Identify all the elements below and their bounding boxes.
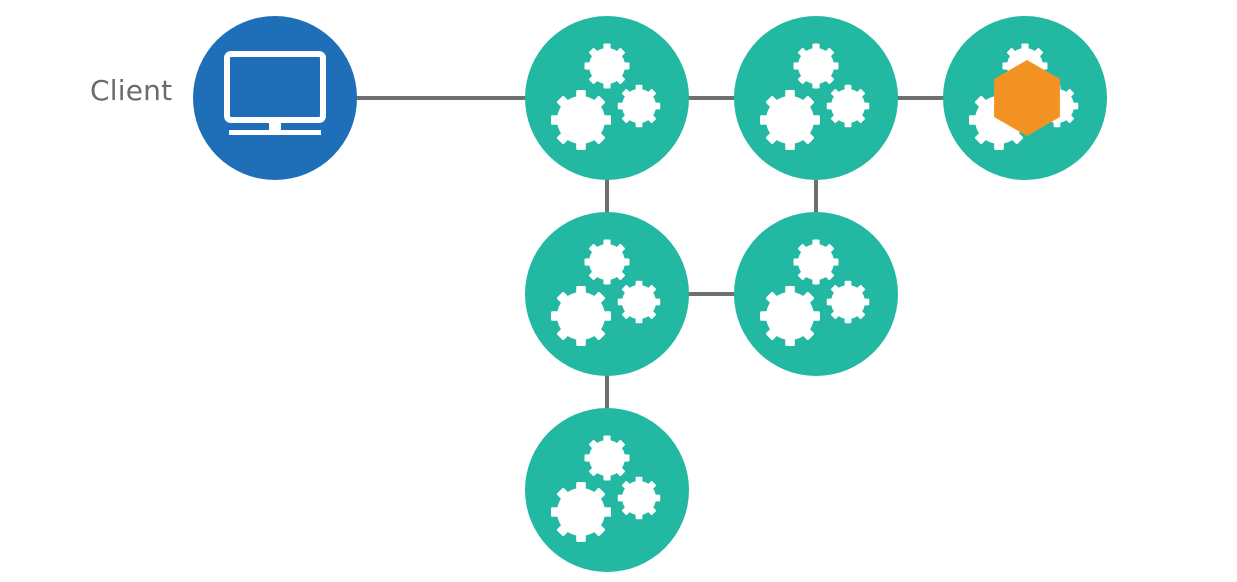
monitor-icon <box>224 51 326 135</box>
gear-icon <box>617 280 661 324</box>
gear-icon <box>584 435 630 481</box>
gear-icon <box>793 43 839 89</box>
service-circle <box>734 16 898 180</box>
client-circle <box>193 16 357 180</box>
gear-icon <box>551 90 611 150</box>
nodes <box>193 16 1107 572</box>
service-circle <box>525 408 689 572</box>
gear-icon <box>793 239 839 285</box>
service-node-2 <box>734 16 898 180</box>
service-node-4 <box>525 212 689 376</box>
hexagon-icon <box>994 60 1060 136</box>
gear-icon <box>584 43 630 89</box>
service-node-5 <box>734 212 898 376</box>
gear-icon <box>617 476 661 520</box>
gear-icon <box>551 482 611 542</box>
gear-icon <box>826 84 870 128</box>
client-label: Client <box>90 74 173 107</box>
service-node-3 <box>943 16 1107 180</box>
gear-icon <box>760 90 820 150</box>
service-node-6 <box>525 408 689 572</box>
service-circle <box>525 16 689 180</box>
gear-icon <box>551 286 611 346</box>
service-circle <box>734 212 898 376</box>
gear-icon <box>826 280 870 324</box>
client-node <box>193 16 357 180</box>
service-circle <box>525 212 689 376</box>
service-node-1 <box>525 16 689 180</box>
gear-icon <box>584 239 630 285</box>
gear-icon <box>617 84 661 128</box>
gear-icon <box>760 286 820 346</box>
